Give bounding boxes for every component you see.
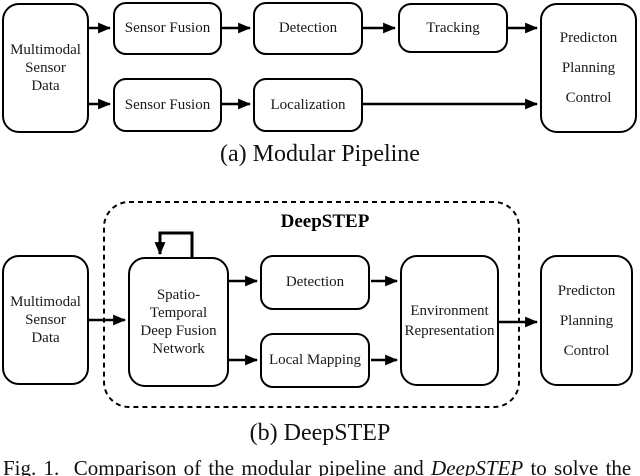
node-label: Localization bbox=[270, 96, 346, 113]
node-label: Tracking bbox=[426, 19, 480, 36]
node-label: Predicton Planning Control bbox=[557, 282, 616, 359]
node-b-local-mapping: Local Mapping bbox=[260, 333, 370, 388]
figure-caption-italic-term: DeepSTEP bbox=[431, 456, 524, 476]
subcaption-b: (b) DeepSTEP bbox=[249, 420, 391, 446]
node-a-sensor-fusion-bottom: Sensor Fusion bbox=[113, 78, 222, 132]
figure-caption-suffix: to solve the bbox=[523, 456, 632, 476]
node-label: Environment Representation bbox=[404, 302, 495, 339]
node-b-detection: Detection bbox=[260, 255, 370, 310]
figure-caption-prefix: Fig. 1. Comparison of the modular pipeli… bbox=[3, 456, 432, 476]
node-label: Spatio-Temporal Deep Fusion Network bbox=[140, 287, 217, 357]
node-b-environment-representation: Environment Representation bbox=[400, 255, 499, 386]
node-a-sensor-fusion-top: Sensor Fusion bbox=[113, 2, 222, 55]
node-label: Sensor Fusion bbox=[124, 96, 211, 113]
node-a-tracking: Tracking bbox=[398, 3, 508, 53]
arrow-b-spatiotemporal-self-loop bbox=[154, 231, 194, 257]
node-label: Local Mapping bbox=[268, 352, 362, 368]
node-b-multimodal-sensor-data: Multimodal Sensor Data bbox=[2, 255, 89, 385]
deepstep-container-label: DeepSTEP bbox=[280, 211, 370, 232]
node-label: Predicton Planning Control bbox=[559, 30, 618, 106]
node-a-prediction-planning-control: Predicton Planning Control bbox=[540, 3, 637, 133]
node-b-prediction-planning-control: Predicton Planning Control bbox=[540, 255, 633, 386]
node-label: Multimodal Sensor Data bbox=[10, 294, 81, 346]
node-b-spatio-temporal-deep-fusion-network: Spatio-Temporal Deep Fusion Network bbox=[128, 257, 229, 387]
node-a-detection: Detection bbox=[253, 2, 363, 55]
node-a-multimodal-sensor-data: Multimodal Sensor Data bbox=[2, 3, 89, 133]
figure-caption: Fig. 1. Comparison of the modular pipeli… bbox=[3, 456, 640, 476]
node-label: Multimodal Sensor Data bbox=[10, 42, 81, 94]
node-label: Detection bbox=[285, 274, 345, 290]
node-a-localization: Localization bbox=[253, 78, 363, 132]
node-label: Sensor Fusion bbox=[124, 20, 211, 36]
node-label: Detection bbox=[278, 20, 338, 36]
subcaption-a: (a) Modular Pipeline bbox=[220, 141, 420, 167]
